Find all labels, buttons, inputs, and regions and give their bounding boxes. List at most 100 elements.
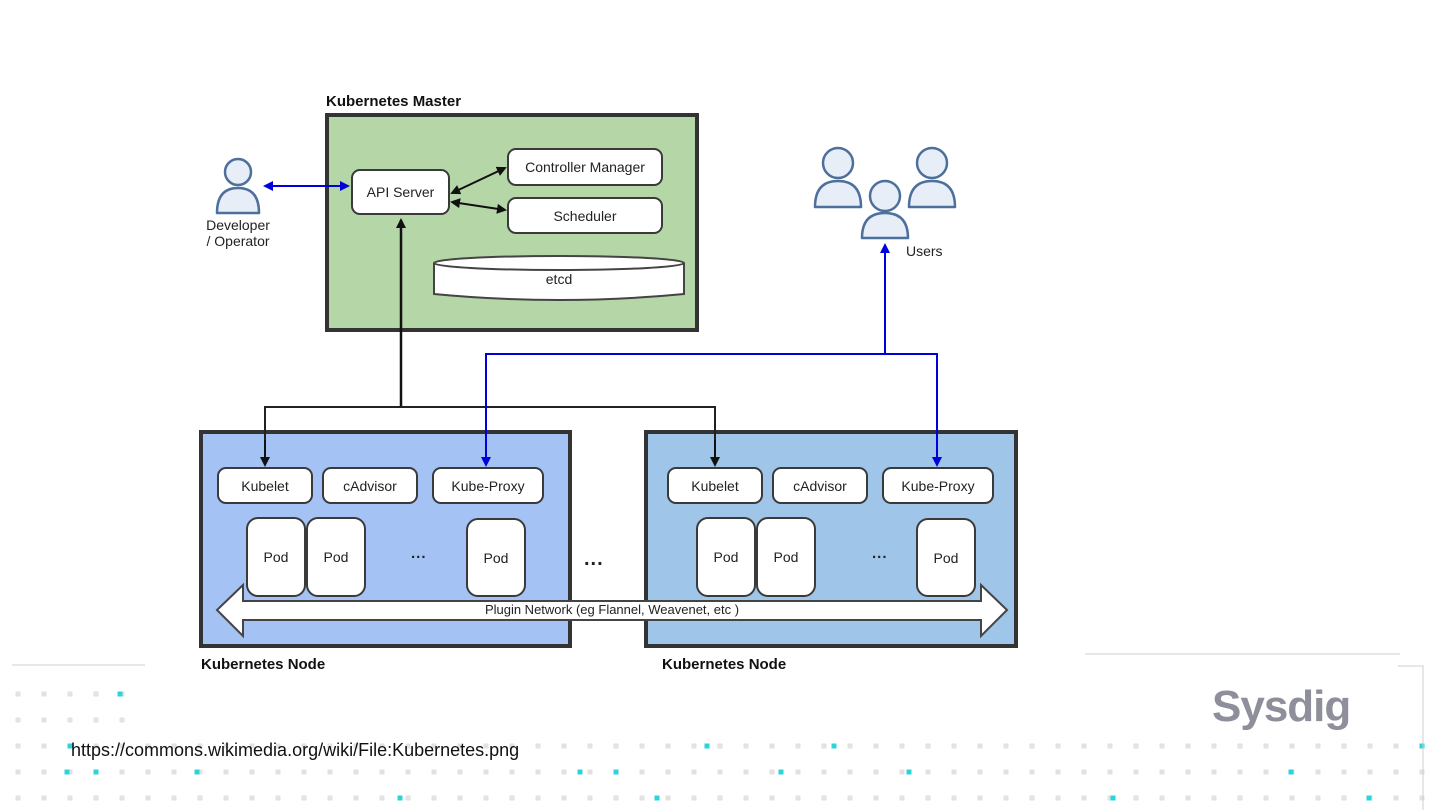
background-dot	[1211, 743, 1217, 749]
background-dot	[67, 769, 73, 775]
background-dot	[327, 743, 333, 749]
background-dot	[67, 795, 73, 801]
background-dot	[457, 795, 463, 801]
node2-cadvisor-box[interactable]: cAdvisor	[772, 467, 868, 504]
background-dot	[249, 769, 255, 775]
background-dot	[171, 743, 177, 749]
background-dot	[1003, 743, 1009, 749]
background-dot	[41, 691, 47, 697]
node1-kube-proxy-box[interactable]: Kube-Proxy	[432, 467, 544, 504]
node1-pod-2[interactable]: Pod	[306, 517, 366, 597]
background-dot	[1081, 743, 1087, 749]
background-dot	[431, 743, 437, 749]
background-dot	[873, 795, 879, 801]
source-url-link[interactable]: https://commons.wikimedia.org/wiki/File:…	[71, 740, 520, 760]
background-dot	[171, 769, 177, 775]
users-label: Users	[906, 243, 943, 259]
node1-pod-1[interactable]: Pod	[246, 517, 306, 597]
kubelet-bus	[264, 406, 716, 462]
background-dot	[847, 743, 853, 749]
node2-pod-3[interactable]: Pod	[916, 518, 976, 597]
background-dot	[1289, 795, 1295, 801]
background-dot	[665, 743, 671, 749]
background-dot	[639, 743, 645, 749]
background-dot	[769, 769, 775, 775]
background-dot	[93, 769, 99, 775]
background-dot	[93, 691, 99, 697]
background-dot	[1263, 769, 1269, 775]
background-dot	[847, 769, 853, 775]
background-dot	[1315, 769, 1321, 775]
background-dot	[847, 795, 853, 801]
background-dot	[379, 743, 385, 749]
background-dot	[41, 717, 47, 723]
background-dot	[665, 795, 671, 801]
background-dot	[821, 743, 827, 749]
background-dot	[613, 795, 619, 801]
background-dot	[483, 769, 489, 775]
api-server-box[interactable]: API Server	[351, 169, 450, 215]
node2-kube-proxy-box[interactable]: Kube-Proxy	[882, 467, 994, 504]
background-dot	[483, 795, 489, 801]
background-dot	[795, 769, 801, 775]
sysdig-logo: Sysdig	[1212, 682, 1351, 731]
background-dot	[535, 795, 541, 801]
etcd-cylinder	[433, 255, 685, 301]
background-dot	[795, 743, 801, 749]
controller-manager-box[interactable]: Controller Manager	[507, 148, 663, 186]
background-dot	[275, 769, 281, 775]
background-dot	[1211, 769, 1217, 775]
background-dot	[873, 743, 879, 749]
background-dot	[275, 795, 281, 801]
background-dot	[873, 769, 879, 775]
background-dot	[1029, 795, 1035, 801]
background-dot	[223, 769, 229, 775]
node1-cadvisor-box[interactable]: cAdvisor	[322, 467, 418, 504]
background-dot	[223, 743, 229, 749]
background-dot	[587, 769, 593, 775]
background-dot	[613, 769, 619, 775]
background-dot	[405, 795, 411, 801]
background-dot	[1237, 795, 1243, 801]
background-dot	[977, 743, 983, 749]
plugin-network-label: Plugin Network (eg Flannel, Weavenet, et…	[484, 602, 740, 617]
node2-title: Kubernetes Node	[662, 656, 787, 673]
background-dot	[821, 795, 827, 801]
node2-pod-2[interactable]: Pod	[756, 517, 816, 597]
developer-label: Developer / Operator	[190, 217, 286, 249]
background-dot-accent	[1419, 743, 1425, 749]
background-dot	[275, 743, 281, 749]
background-dot	[717, 795, 723, 801]
background-dot	[899, 769, 905, 775]
background-dot	[93, 743, 99, 749]
background-dot	[1133, 743, 1139, 749]
background-dot	[925, 769, 931, 775]
node2-pod-1[interactable]: Pod	[696, 517, 756, 597]
background-dot	[301, 743, 307, 749]
background-dot	[977, 769, 983, 775]
background-dot	[639, 795, 645, 801]
background-dot	[119, 795, 125, 801]
background-dot	[145, 769, 151, 775]
background-dot	[1263, 743, 1269, 749]
background-dot	[41, 769, 47, 775]
background-dot	[587, 743, 593, 749]
background-dot	[561, 795, 567, 801]
background-dot	[1159, 795, 1165, 801]
background-dot	[795, 795, 801, 801]
background-dot	[249, 743, 255, 749]
node1-pod-3[interactable]: Pod	[466, 518, 526, 597]
node1-kubelet-box[interactable]: Kubelet	[217, 467, 313, 504]
background-dot	[1341, 795, 1347, 801]
background-dot	[353, 795, 359, 801]
background-dot	[743, 743, 749, 749]
scheduler-box[interactable]: Scheduler	[507, 197, 663, 234]
background-dot	[1263, 795, 1269, 801]
background-dot	[1237, 769, 1243, 775]
background-dot	[1393, 743, 1399, 749]
background-dot	[717, 743, 723, 749]
background-dot	[925, 743, 931, 749]
background-dot	[67, 717, 73, 723]
background-dot	[405, 743, 411, 749]
node2-kubelet-box[interactable]: Kubelet	[667, 467, 763, 504]
